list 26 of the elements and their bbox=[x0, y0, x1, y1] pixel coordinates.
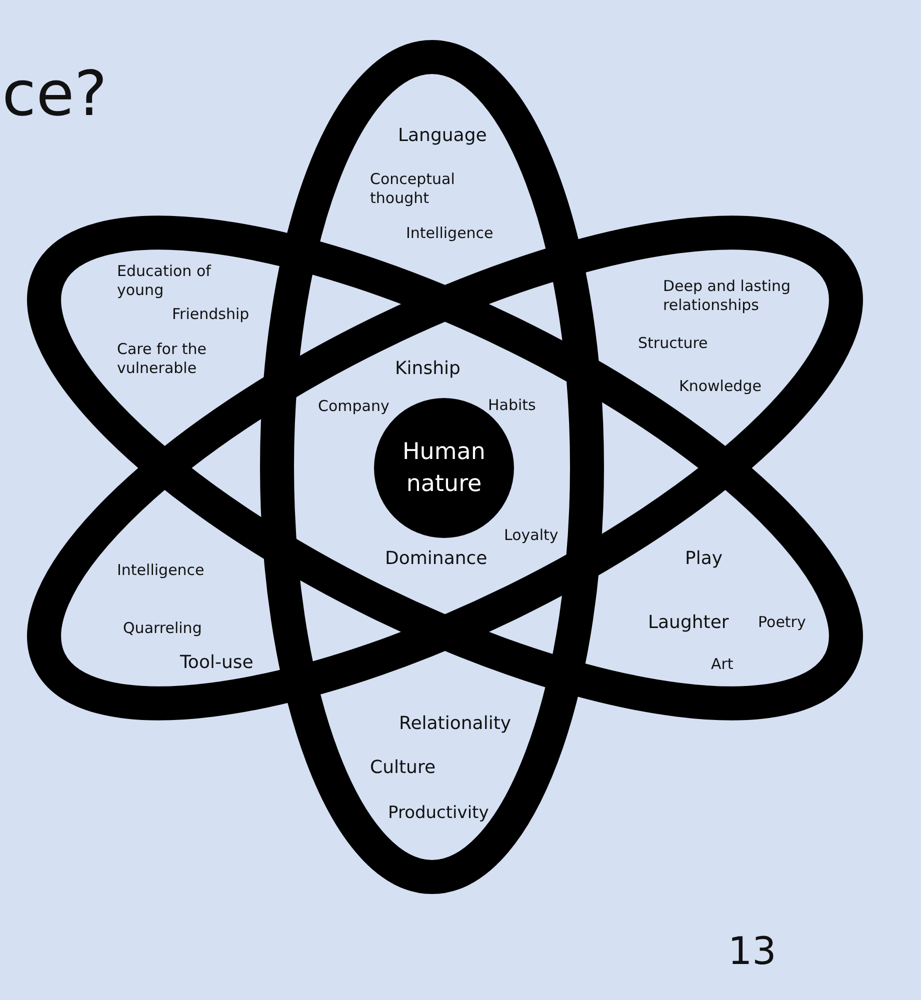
text-label: Friendship bbox=[172, 305, 250, 324]
text-label: Education of young bbox=[117, 262, 212, 300]
text-label: Company bbox=[318, 397, 390, 416]
text-label: Loyalty bbox=[504, 526, 558, 545]
text-label: Culture bbox=[370, 757, 436, 780]
text-label: Play bbox=[685, 548, 723, 570]
text-label: Productivity bbox=[388, 803, 489, 824]
text-label: Poetry bbox=[758, 613, 806, 632]
text-label: Tool-use bbox=[180, 652, 254, 674]
text-label: Conceptual thought bbox=[370, 170, 456, 208]
text-label: Habits bbox=[488, 396, 536, 415]
text-label: Quarreling bbox=[123, 619, 202, 638]
title-fragment: ce? bbox=[2, 56, 108, 132]
text-label: Relationality bbox=[399, 713, 512, 736]
text-label: Language bbox=[398, 125, 487, 148]
text-label: Laughter bbox=[648, 612, 729, 634]
text-label: Knowledge bbox=[679, 377, 762, 396]
text-label: Care for the vulnerable bbox=[117, 340, 208, 378]
text-label: Dominance bbox=[385, 548, 488, 570]
text-label: Kinship bbox=[395, 358, 460, 380]
text-label: Structure bbox=[638, 334, 708, 353]
text-label: Intelligence bbox=[117, 561, 204, 580]
text-label: Deep and lasting relationships bbox=[663, 277, 792, 314]
page-number: 13 bbox=[728, 928, 776, 975]
text-label: Intelligence bbox=[406, 224, 494, 243]
text-label: Art bbox=[711, 655, 734, 674]
